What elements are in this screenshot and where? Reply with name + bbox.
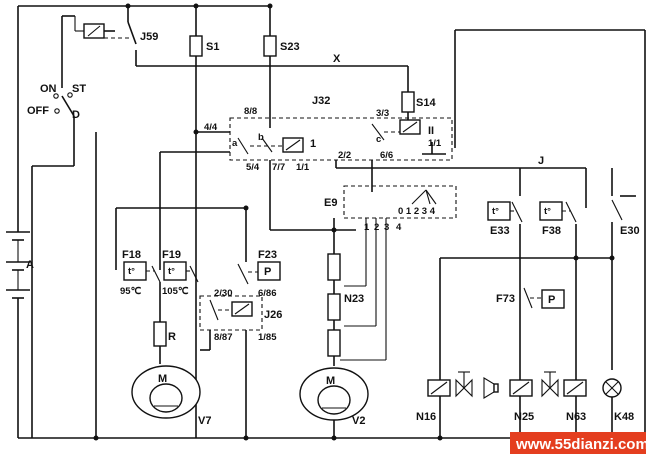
fuse-s14: S14: [401, 91, 436, 120]
f73-symbol: P: [548, 294, 555, 306]
pin-label: 8/8: [244, 106, 257, 117]
pin-label: 6/6: [380, 150, 393, 161]
f19-symbol: t°: [168, 266, 175, 277]
e33-symbol: t°: [492, 206, 499, 217]
e30-label: E30: [620, 225, 640, 237]
battery-label: A: [26, 259, 34, 271]
motor-v7-symbol: M: [158, 373, 167, 385]
right-section: t° E33 t° F38 E30 P F73: [439, 168, 640, 438]
motor-v2: M V2: [299, 367, 369, 438]
f73-label: F73: [496, 293, 515, 305]
relay-j59: J59: [74, 6, 408, 67]
resistor-r-label: R: [168, 331, 176, 343]
contact-b-label: b: [258, 132, 264, 143]
fan-control-group: t° F18 95℃ t° F19 105℃ R P F23 J26 2/30 …: [115, 205, 282, 438]
j26-pin: 2/30: [214, 288, 233, 299]
f23-label: F23: [258, 249, 277, 261]
f18-symbol: t°: [128, 266, 135, 277]
f18-label: F18: [122, 249, 141, 261]
contact-c-label: c: [376, 134, 381, 145]
pin-label: 7/7: [272, 162, 285, 173]
valve-n16-label: N16: [416, 411, 436, 423]
switch-off-label: OFF: [27, 105, 49, 117]
motor-v2-symbol: M: [326, 375, 335, 387]
fuse-s1-label: S1: [206, 41, 219, 53]
e9-terminal: 2: [374, 222, 379, 233]
coil-1-label: 1: [310, 138, 316, 150]
j26-pin: 8/87: [214, 332, 233, 343]
f23-symbol: P: [264, 266, 271, 278]
motor-v2-label: V2: [352, 415, 365, 427]
fuse-s23: S23: [263, 6, 300, 118]
fuse-s14-label: S14: [416, 97, 436, 109]
pin-label: 5/4: [246, 162, 260, 173]
wire-j-label: J: [538, 155, 544, 167]
motor-v7-label: V7: [198, 415, 211, 427]
relay-j26-label: J26: [264, 309, 282, 321]
valves-row: N16 N25 N63 K48: [416, 371, 634, 438]
e9-terminal: 1: [364, 222, 370, 233]
f19-temp: 105℃: [162, 286, 189, 297]
resistor-ladder-n23: N23: [327, 218, 387, 366]
relay-j32: J32 1 II 4/4 8/8 3/3 5/4 7/7 1/1 2/2 6/6…: [196, 95, 453, 173]
watermark-text: www.55dianzi.com: [515, 436, 648, 453]
pin-label: 3/3: [376, 108, 389, 119]
n23-label: N23: [344, 293, 364, 305]
e9-terminal: 4: [396, 222, 402, 233]
j26-pin: 6/86: [258, 288, 277, 299]
ignition-switch[interactable]: ON ST OFF D: [27, 15, 86, 438]
switch-e9-positions: 0 1 2 3 4: [398, 206, 436, 217]
watermark: www.55dianzi.com: [510, 432, 648, 454]
j32-wires: J: [159, 151, 587, 231]
wire-x-label: X: [333, 53, 341, 65]
switch-e9[interactable]: E9 0 1 2 3 4 1 2 3 4: [324, 185, 457, 233]
pin-label: 2/2: [338, 150, 351, 161]
relay-j32-label: J32: [312, 95, 330, 107]
fuse-s1: S1: [189, 6, 219, 438]
f38-symbol: t°: [544, 206, 551, 217]
switch-on-label: ON: [40, 83, 57, 95]
relay-j59-label: J59: [140, 31, 158, 43]
contact-a-label: a: [232, 138, 238, 149]
j26-pin: 1/85: [258, 332, 277, 343]
f19-label: F19: [162, 249, 181, 261]
motor-v7: M V7: [95, 132, 211, 438]
f18-temp: 95℃: [120, 286, 142, 297]
coil-2-label: II: [428, 125, 434, 137]
e33-label: E33: [490, 225, 510, 237]
valve-n63-label: N63: [566, 411, 586, 423]
switch-d-label: D: [72, 109, 80, 121]
pin-label: 4/4: [204, 122, 218, 133]
pin-label: 1/1: [296, 162, 310, 173]
pin-label: 1/1: [428, 138, 442, 149]
e9-terminal: 3: [384, 222, 389, 233]
valve-n25-label: N25: [514, 411, 534, 423]
switch-st-label: ST: [72, 83, 86, 95]
fuse-s23-label: S23: [280, 41, 300, 53]
battery: A: [6, 231, 34, 299]
f38-label: F38: [542, 225, 561, 237]
lamp-k48-label: K48: [614, 411, 634, 423]
switch-e9-label: E9: [324, 197, 337, 209]
